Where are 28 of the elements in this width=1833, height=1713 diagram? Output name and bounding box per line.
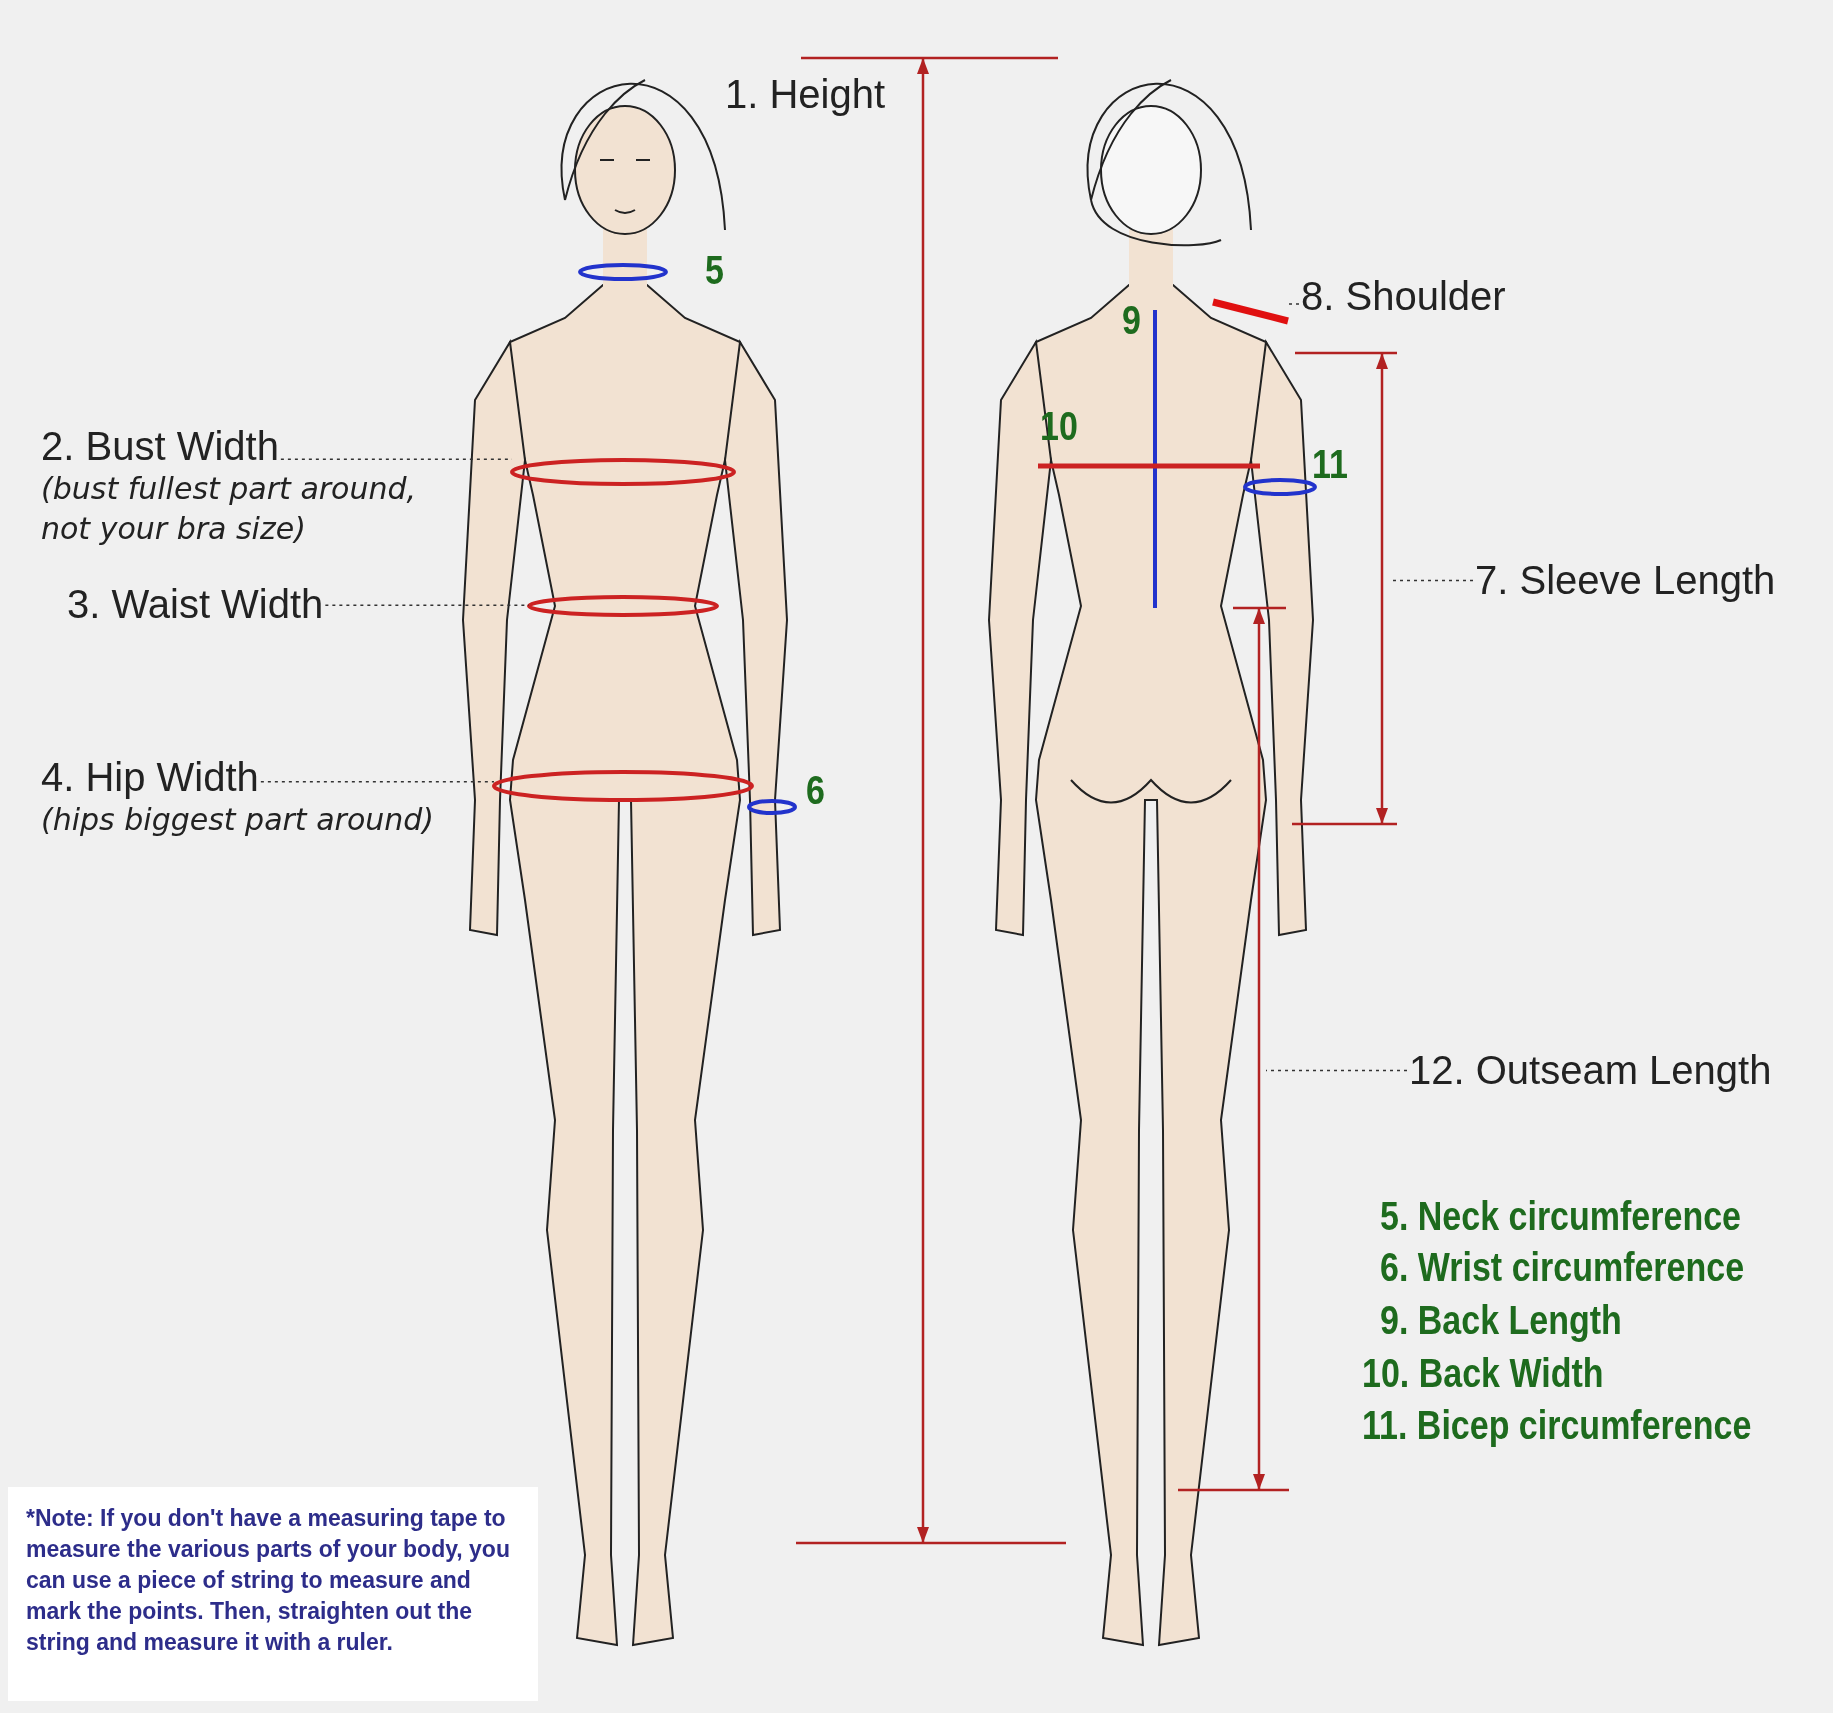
callout-number: 5 [705, 248, 724, 293]
measurement-label: 3. Waist Width [67, 582, 324, 627]
measurement-label: 8. Shoulder [1301, 274, 1506, 319]
leader-line [1265, 1069, 1408, 1072]
measurement-label: 7. Sleeve Length [1475, 558, 1776, 603]
measurement-label: 1. Height [725, 72, 886, 117]
leader-line [1287, 303, 1300, 305]
measurement-label: 2. Bust Width [41, 424, 279, 469]
callout-number: 6 [806, 768, 825, 813]
measurement-label: 12. Outseam Length [1409, 1048, 1772, 1093]
measurement-label: 4. Hip Width [41, 755, 259, 800]
leader-line [1390, 579, 1474, 582]
measurement-note: (hips biggest part around) [41, 801, 436, 839]
legend-text: 11. Bicep circumference [1362, 1403, 1752, 1448]
shoulder-measure-bar [1212, 298, 1289, 325]
measure-ring [510, 458, 736, 486]
measure-ring [492, 770, 754, 802]
measure-ring [527, 595, 719, 617]
leader-line [324, 604, 530, 607]
legend-text: 5. Neck circumference [1380, 1194, 1741, 1239]
legend-text: 9. Back Length [1380, 1298, 1622, 1343]
note-text: *Note: If you don't have a measuring tape to measure the various parts of your body, you can use a piece of string to measure and mark the points. Then, straighten out the string and measure it with a ruler. [8, 1487, 538, 1701]
measurement-note: (bust fullest part around, not your bra size) [41, 470, 418, 548]
callout-number: 9 [1122, 298, 1141, 343]
legend-text: 6. Wrist circumference [1380, 1245, 1745, 1290]
leader-line [260, 780, 495, 783]
callout-number: 11 [1312, 442, 1348, 487]
legend-text: 10. Back Width [1362, 1351, 1604, 1396]
